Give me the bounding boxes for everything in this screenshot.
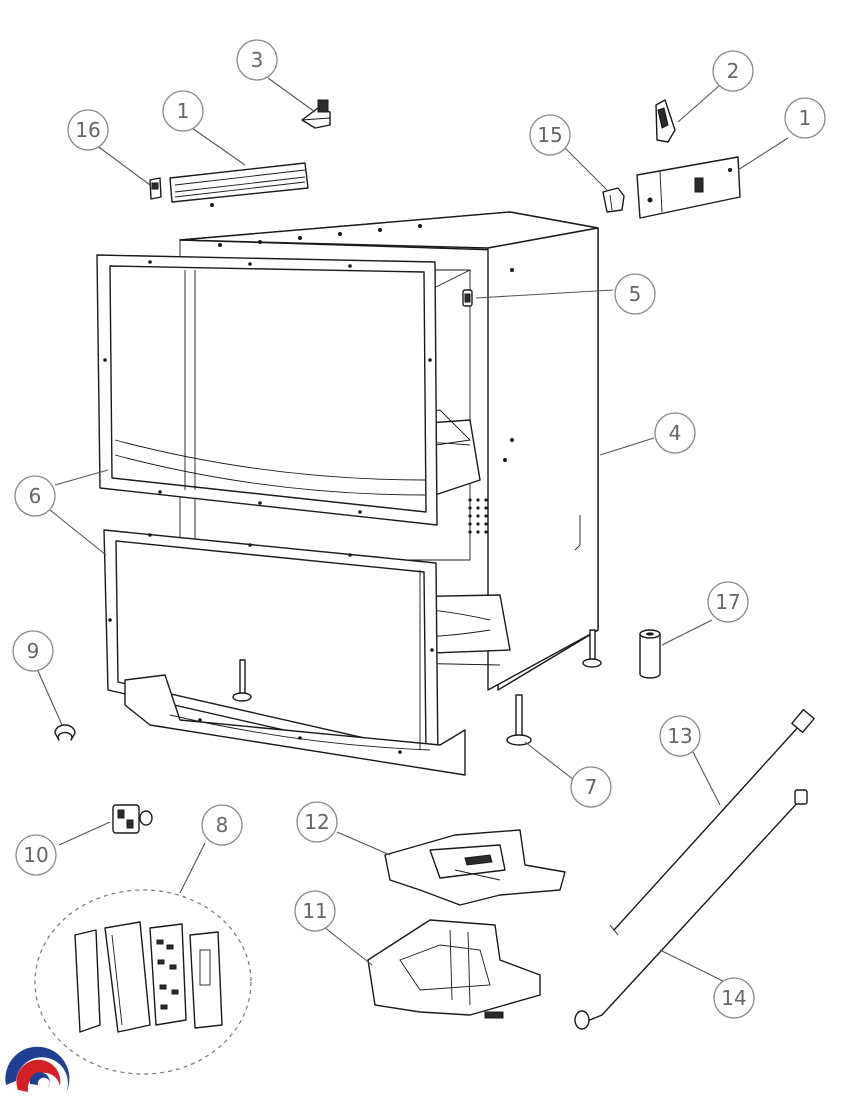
lower-frame-holes: [108, 533, 434, 754]
part-17-cylinder: [639, 629, 661, 679]
part-6-upper-frame: [96, 254, 438, 526]
part-16-clip: [149, 177, 162, 200]
part-9-clamp: [54, 724, 76, 741]
callout-label: 10: [23, 843, 48, 867]
callout-17: 17: [707, 581, 749, 623]
callout-label: 8: [216, 813, 229, 837]
callout-4: 4: [654, 412, 696, 454]
part-14-hose: [574, 789, 808, 1030]
callout-16: 16: [67, 109, 109, 151]
callout-label: 5: [629, 282, 642, 306]
callout-label: 6: [29, 484, 42, 508]
callout-9: 9: [12, 630, 54, 672]
callout-10: 10: [15, 834, 57, 876]
part-1-left-rail: [169, 162, 309, 207]
callout-1-right: 1: [784, 97, 826, 139]
callout-label: 11: [302, 899, 327, 923]
callout-label: 1: [177, 99, 190, 123]
callout-label: 13: [667, 724, 692, 748]
callout-label: 12: [304, 810, 329, 834]
callout-14: 14: [713, 977, 755, 1019]
part-8-control-module: [34, 889, 252, 1075]
callout-label: 14: [721, 986, 746, 1010]
part-10-switch: [112, 804, 153, 834]
part-15-clip: [602, 187, 625, 213]
callout-13: 13: [659, 715, 701, 757]
part-3-bracket: [301, 99, 331, 129]
part-2-hinge-bracket: [655, 99, 676, 143]
callout-label: 15: [537, 123, 562, 147]
callout-label: 3: [251, 48, 264, 72]
part-11-base-lower: [367, 919, 541, 1019]
part-13-power-cord: [609, 708, 815, 936]
part-1-right-rail: [636, 156, 741, 219]
part-6-lower-frame: [103, 529, 466, 776]
part-5-side-bracket: [462, 289, 473, 307]
callout-11: 11: [294, 890, 336, 932]
callout-label: 16: [75, 118, 100, 142]
vent-holes: [468, 498, 488, 534]
callout-2: 2: [712, 50, 754, 92]
callout-15: 15: [529, 114, 571, 156]
callout-3: 3: [236, 39, 278, 81]
callout-label: 17: [715, 590, 740, 614]
part-12-base-upper: [384, 829, 566, 906]
leader-lines: [37, 77, 789, 984]
callout-label: 7: [585, 775, 598, 799]
callout-12: 12: [296, 801, 338, 843]
callout-1-left: 1: [162, 90, 204, 132]
brand-logo: [5, 1046, 70, 1093]
callout-6: 6: [14, 475, 56, 517]
callout-label: 4: [669, 421, 682, 445]
callout-label: 9: [27, 639, 40, 663]
callout-7: 7: [570, 766, 612, 808]
cabinet-screw-holes: [218, 224, 514, 462]
callout-5: 5: [614, 273, 656, 315]
callout-label: 1: [799, 106, 812, 130]
upper-frame-holes: [103, 260, 432, 514]
callout-8: 8: [201, 804, 243, 846]
part-7-leveling-feet: [232, 629, 602, 746]
callout-label: 2: [727, 59, 740, 83]
board-components: [156, 939, 179, 1010]
